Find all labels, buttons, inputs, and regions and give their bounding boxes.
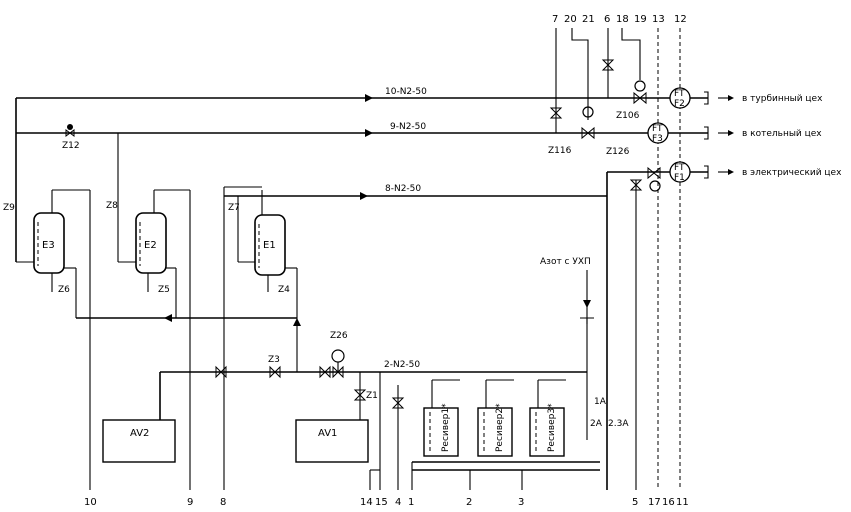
svg-text:8: 8 bbox=[220, 497, 226, 508]
main-line-10: 10-N2-50 в турбинный цех bbox=[15, 87, 823, 262]
svg-text:E3: E3 bbox=[42, 240, 55, 251]
bottom-numbers: 10 9 8 14 15 4 1 2 3 5 17 16 11 bbox=[84, 497, 689, 508]
branch-4 bbox=[391, 385, 405, 490]
top-instruments: Z116 Z106 Z126 bbox=[548, 28, 681, 490]
svg-text:20: 20 bbox=[564, 14, 577, 25]
svg-text:Z26: Z26 bbox=[330, 331, 348, 341]
top-numbers: 7 20 21 6 18 19 13 12 bbox=[552, 14, 687, 25]
flow-meter-f3: FT F3 bbox=[647, 122, 669, 144]
destination-boiler: в котельный цех bbox=[742, 129, 822, 139]
svg-text:F2: F2 bbox=[674, 99, 685, 109]
line-label-10: 10-N2-50 bbox=[385, 87, 427, 97]
svg-text:Z4: Z4 bbox=[278, 285, 290, 295]
svg-text:2A: 2A bbox=[590, 419, 603, 429]
svg-text:4: 4 bbox=[395, 497, 401, 508]
vessel-e2: E2 Z8 Z5 bbox=[106, 133, 191, 490]
valve-z3-line: Z3 bbox=[159, 355, 380, 420]
valve-z1: Z1 bbox=[353, 372, 381, 490]
svg-text:Ресивер2*: Ресивер2* bbox=[495, 403, 505, 452]
svg-text:21: 21 bbox=[582, 14, 595, 25]
svg-text:Z8: Z8 bbox=[106, 201, 118, 211]
svg-text:Z9: Z9 bbox=[3, 203, 15, 213]
vessel-e3: E3 Z9 Z6 bbox=[3, 189, 91, 490]
flow-meter-f1: FT F1 bbox=[669, 161, 691, 183]
svg-text:Z3: Z3 bbox=[268, 355, 280, 365]
svg-text:18: 18 bbox=[616, 14, 629, 25]
svg-text:Z1: Z1 bbox=[366, 391, 378, 401]
nitrogen-source-label: Азот с УХП bbox=[540, 257, 591, 267]
svg-text:19: 19 bbox=[634, 14, 647, 25]
svg-text:F1: F1 bbox=[674, 173, 685, 183]
valve-z26: Z26 bbox=[330, 331, 348, 379]
svg-text:9: 9 bbox=[187, 497, 193, 508]
svg-text:FT: FT bbox=[674, 163, 685, 173]
destination-turbine: в турбинный цех bbox=[742, 94, 823, 104]
valve-z12: Z12 bbox=[62, 124, 80, 151]
svg-text:3: 3 bbox=[518, 497, 524, 508]
svg-text:10: 10 bbox=[84, 497, 97, 508]
destination-electrical: в электрический цех bbox=[742, 168, 842, 178]
svg-text:AV2: AV2 bbox=[130, 428, 149, 439]
svg-text:Z7: Z7 bbox=[228, 203, 240, 213]
svg-text:12: 12 bbox=[674, 14, 687, 25]
line-label-8: 8-N2-50 bbox=[385, 184, 421, 194]
svg-text:Z126: Z126 bbox=[606, 147, 630, 157]
svg-text:FT: FT bbox=[652, 124, 663, 134]
svg-text:Z106: Z106 bbox=[616, 111, 640, 121]
svg-text:1A: 1A bbox=[594, 397, 607, 407]
svg-text:Z116: Z116 bbox=[548, 146, 572, 156]
flow-meter-f2: FT F2 bbox=[669, 87, 691, 109]
receiver-2: Ресивер2* bbox=[477, 379, 514, 457]
main-line-8: 8-N2-50 в электрический цех bbox=[224, 165, 842, 490]
box-av2: AV2 bbox=[102, 419, 176, 463]
svg-text:FT: FT bbox=[674, 89, 685, 99]
svg-text:14: 14 bbox=[360, 497, 373, 508]
nitrogen-source: Азот с УХП 1A 2A 2.3A bbox=[540, 257, 629, 440]
svg-text:5: 5 bbox=[632, 497, 638, 508]
svg-text:1: 1 bbox=[408, 497, 414, 508]
svg-text:16: 16 bbox=[662, 497, 675, 508]
svg-text:Z12: Z12 bbox=[62, 141, 80, 151]
svg-text:13: 13 bbox=[652, 14, 665, 25]
receiver-3: Ресивер3* bbox=[529, 379, 566, 457]
svg-text:E2: E2 bbox=[144, 240, 157, 251]
receiver-1: Ресивер1* bbox=[423, 379, 460, 457]
svg-text:11: 11 bbox=[676, 497, 689, 508]
main-line-2: 2-N2-50 bbox=[380, 360, 587, 373]
svg-text:2: 2 bbox=[466, 497, 472, 508]
svg-text:2.3A: 2.3A bbox=[608, 419, 629, 429]
line-label-2: 2-N2-50 bbox=[384, 360, 420, 370]
receivers-group: Ресивер1* Ресивер2* Ресивер3* bbox=[411, 379, 600, 490]
svg-text:Ресивер3*: Ресивер3* bbox=[547, 403, 557, 452]
svg-text:Ресивер1*: Ресивер1* bbox=[441, 403, 451, 452]
svg-text:17: 17 bbox=[648, 497, 661, 508]
svg-text:6: 6 bbox=[604, 14, 610, 25]
svg-text:F3: F3 bbox=[652, 134, 663, 144]
svg-text:7: 7 bbox=[552, 14, 558, 25]
svg-text:Z5: Z5 bbox=[158, 285, 170, 295]
svg-text:Z6: Z6 bbox=[58, 285, 70, 295]
line-label-9: 9-N2-50 bbox=[390, 122, 426, 132]
svg-text:AV1: AV1 bbox=[318, 428, 337, 439]
svg-text:E1: E1 bbox=[263, 240, 276, 251]
svg-text:15: 15 bbox=[375, 497, 388, 508]
vessel-e1: E1 Z7 Z4 bbox=[223, 186, 298, 490]
box-av1: AV1 bbox=[295, 419, 369, 463]
main-line-9: 9-N2-50 в котельный цех bbox=[16, 122, 822, 140]
